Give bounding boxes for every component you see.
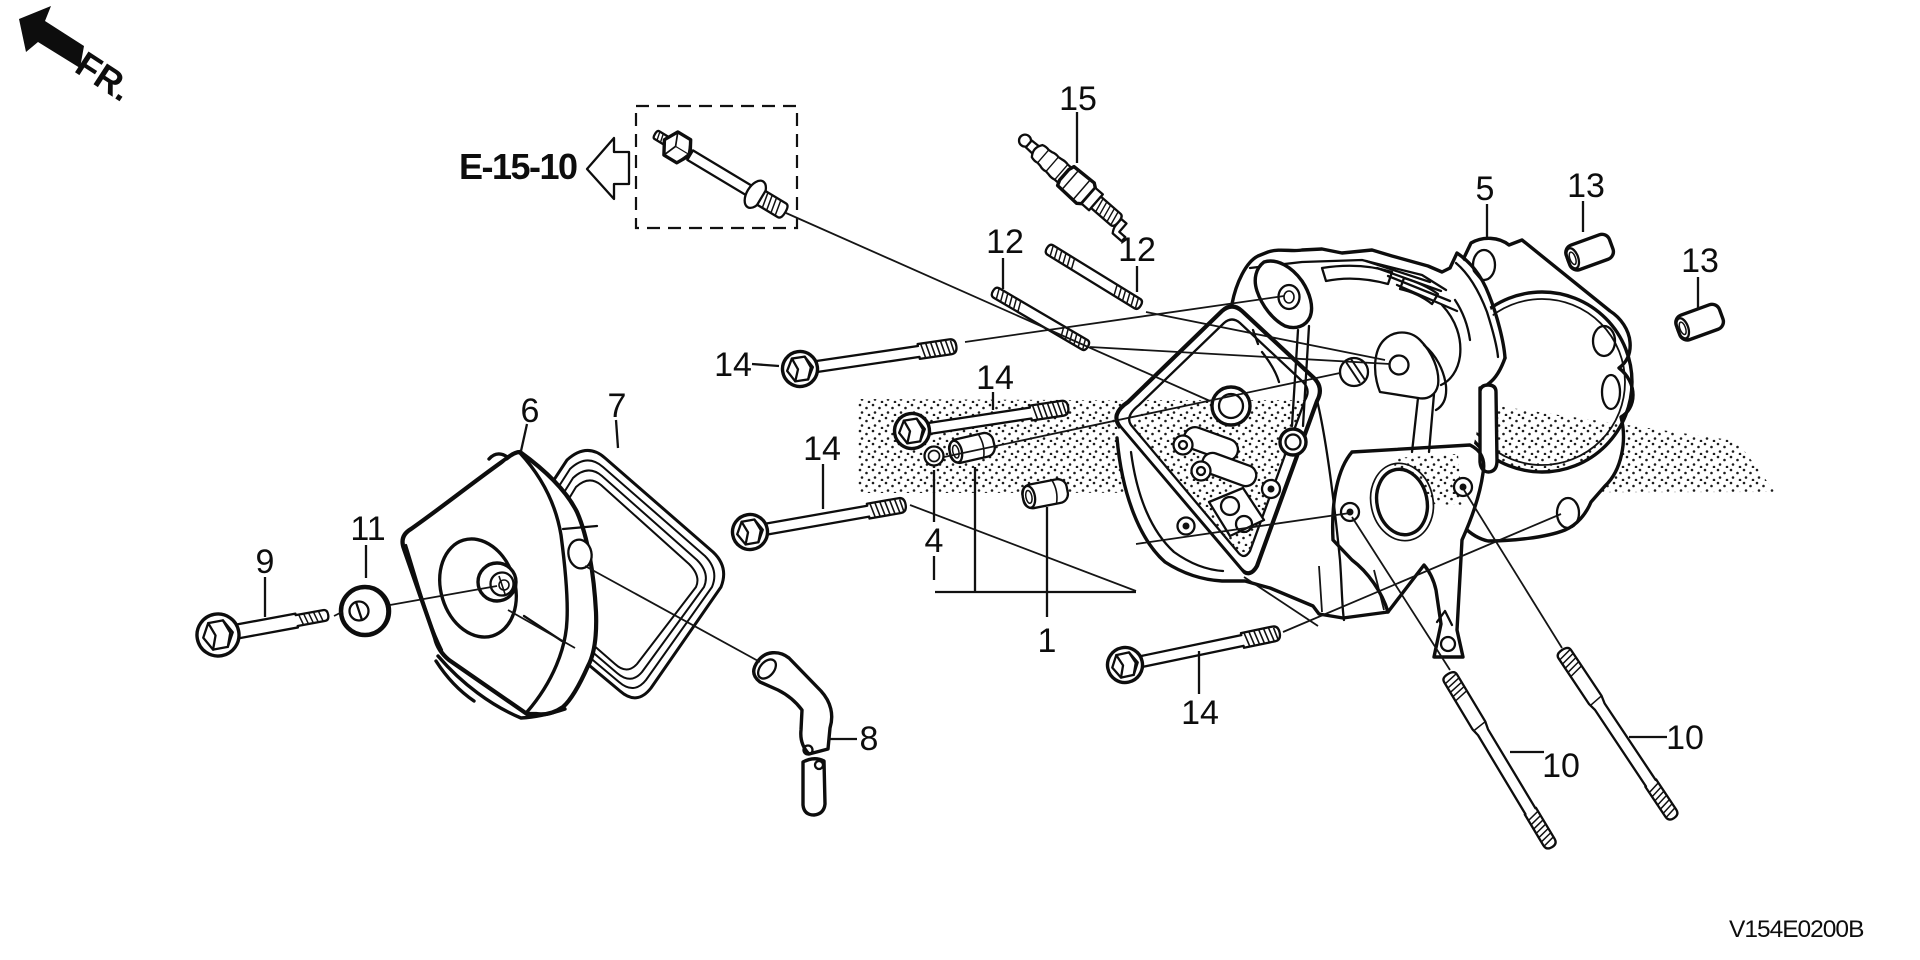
svg-text:14: 14 <box>1181 694 1219 732</box>
svg-text:5: 5 <box>1476 170 1495 208</box>
svg-text:13: 13 <box>1567 167 1605 205</box>
svg-text:14: 14 <box>976 359 1014 397</box>
svg-text:15: 15 <box>1059 80 1097 118</box>
svg-text:1: 1 <box>1038 622 1057 660</box>
svg-text:12: 12 <box>986 223 1024 261</box>
svg-text:14: 14 <box>803 430 841 468</box>
svg-text:E-15-10: E-15-10 <box>459 146 577 187</box>
svg-text:6: 6 <box>521 392 540 430</box>
svg-text:V154E0200B: V154E0200B <box>1729 916 1864 943</box>
svg-text:9: 9 <box>256 543 275 581</box>
svg-text:13: 13 <box>1681 242 1719 280</box>
svg-text:10: 10 <box>1542 747 1580 785</box>
svg-text:4: 4 <box>925 522 944 560</box>
svg-text:7: 7 <box>608 387 627 425</box>
svg-text:11: 11 <box>350 510 385 548</box>
svg-text:8: 8 <box>860 720 879 758</box>
svg-text:12: 12 <box>1118 231 1156 269</box>
svg-text:14: 14 <box>714 346 752 384</box>
svg-text:10: 10 <box>1666 719 1704 757</box>
